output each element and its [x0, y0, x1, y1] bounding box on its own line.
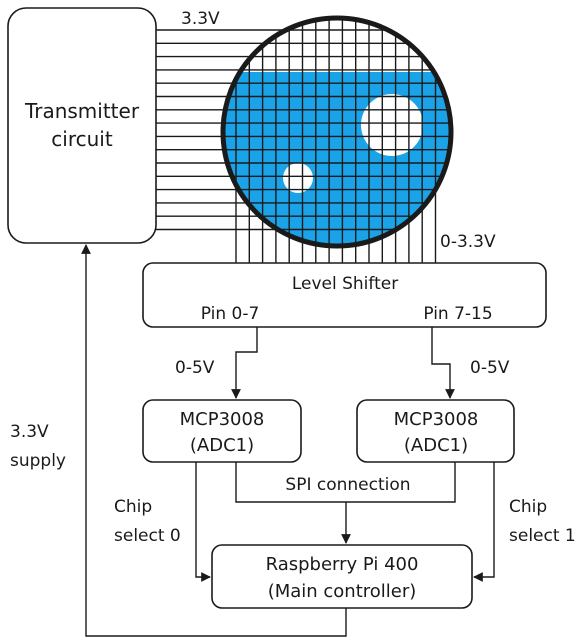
small-bubble [283, 163, 313, 193]
chip-select-0-wire [195, 462, 211, 582]
controller-box: Raspberry Pi 400 (Main controller) [211, 544, 473, 609]
chip-select-1-line1: Chip [509, 497, 547, 517]
sensor-voltage-label: 0-3.3V [440, 232, 496, 252]
top-voltage-label: 3.3V [181, 9, 220, 29]
chip-select-0-line2: select 0 [114, 526, 181, 546]
left-voltage-label: 0-5V [175, 358, 215, 378]
adc-right-line2: (ADC1) [404, 435, 468, 456]
spi-label: SPI connection [285, 475, 410, 495]
adc-left-line2: (ADC1) [190, 435, 254, 456]
right-voltage-label: 0-5V [470, 358, 510, 378]
supply-wire [81, 244, 347, 637]
chip-select-1-wire [473, 462, 495, 582]
adc-left-box: MCP3008 (ADC1) [142, 399, 302, 463]
transmitter-label-line2: circuit [51, 127, 113, 151]
receiver-electrode-wires [235, 183, 437, 263]
controller-line2: (Main controller) [268, 581, 417, 602]
connection-wires [81, 244, 495, 637]
transmitter-label-line1: Transmitter [24, 99, 140, 123]
level-shifter-pin-right: Pin 7-15 [423, 304, 492, 324]
controller-line1: Raspberry Pi 400 [266, 554, 419, 575]
water-fill [223, 72, 451, 246]
supply-label-line2: supply [10, 451, 66, 471]
pipe-sensor [220, 15, 454, 249]
transmitter-electrode-wires [156, 29, 288, 231]
chip-select-0-line1: Chip [114, 497, 152, 517]
level-shifter-pin-left: Pin 0-7 [201, 304, 260, 324]
large-bubble [361, 94, 423, 156]
adc-right-box: MCP3008 (ADC1) [356, 399, 515, 463]
supply-label-line1: 3.3V [10, 422, 49, 442]
chip-select-1-line2: select 1 [509, 526, 576, 546]
adc-right-line1: MCP3008 [394, 409, 479, 430]
level-shifter-box: Level Shifter Pin 0-7 Pin 7-15 [142, 262, 547, 328]
adc-left-line1: MCP3008 [180, 409, 265, 430]
shifter-to-adc-right-wire [431, 327, 455, 399]
level-shifter-title: Level Shifter [292, 274, 398, 294]
transmitter-box: Transmitter circuit [7, 7, 157, 244]
shifter-to-adc-left-wire [231, 327, 258, 399]
